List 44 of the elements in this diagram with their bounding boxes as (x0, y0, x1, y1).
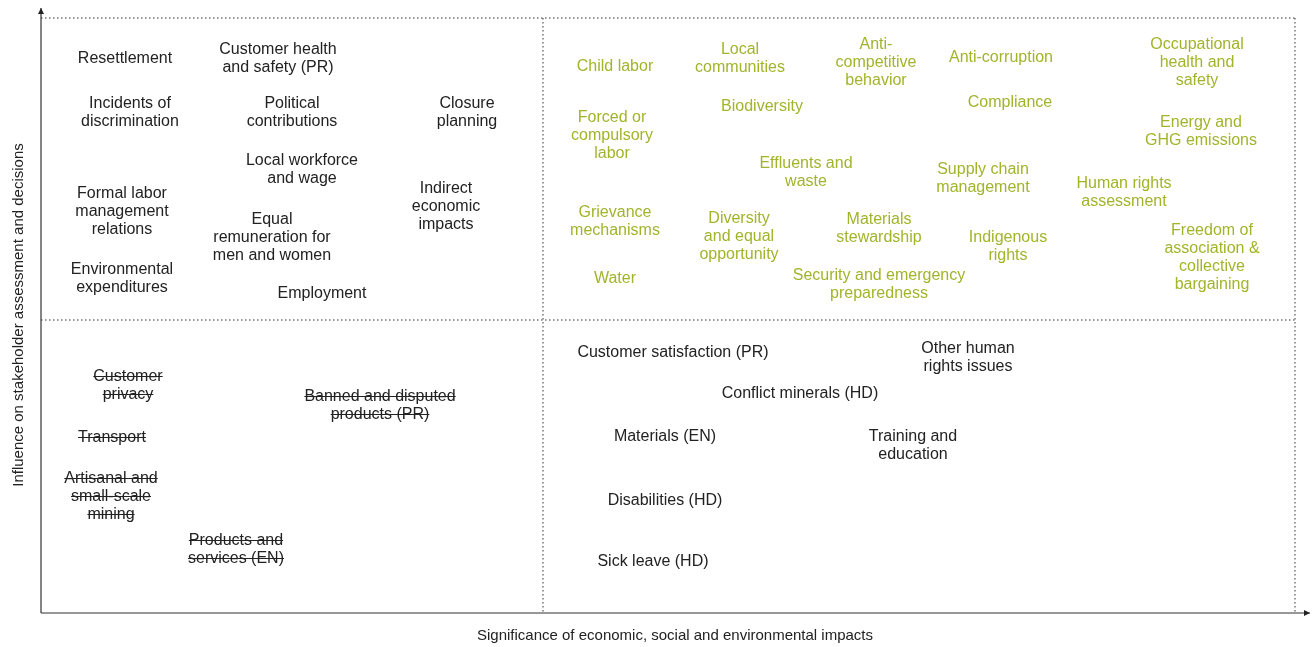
topic-label: Products and services (EN) (187, 531, 285, 567)
topic-label: Local workforce and wage (244, 151, 359, 187)
topic-label: Banned and disputed products (PR) (303, 387, 457, 423)
topic-label: Customer satisfaction (PR) (576, 343, 770, 361)
axis-title: Influence on stakeholder assessment and decisions (9, 143, 27, 487)
topic-label: Anti-competitive behavior (834, 35, 918, 89)
topic-label: Conflict minerals (HD) (720, 384, 880, 402)
topic-label: Supply chain management (935, 160, 1031, 196)
topic-label: Closure planning (435, 94, 499, 130)
topic-label: Effluents and waste (758, 154, 854, 190)
topic-label: Training and education (867, 427, 959, 463)
topic-label: Incidents of discrimination (80, 94, 180, 130)
topic-label: Indirect economic impacts (410, 179, 482, 233)
topic-label: Indigenous rights (967, 228, 1049, 264)
topic-label: Freedom of association & collective bargaining (1163, 221, 1261, 293)
topic-label: Political contributions (245, 94, 339, 130)
topic-label: Forced or compulsory labor (570, 108, 654, 162)
topic-label: Anti-corruption (947, 48, 1054, 66)
topic-label: Local communities (694, 40, 786, 76)
topic-label: Sick leave (HD) (596, 552, 710, 570)
topic-label: Customer privacy (92, 367, 164, 403)
topic-label: Transport (77, 428, 147, 446)
topic-label: Grievance mechanisms (569, 203, 661, 239)
topic-label: Materials (EN) (612, 427, 718, 445)
topic-label: Formal labor management relations (74, 184, 170, 238)
topic-label: Biodiversity (720, 97, 804, 115)
topic-label: Other human rights issues (920, 339, 1016, 375)
topic-label: Equal remuneration for men and women (211, 210, 333, 264)
topic-label: Customer health and safety (PR) (218, 40, 338, 76)
topic-label: Security and emergency preparedness (791, 266, 967, 302)
topic-label: Compliance (966, 93, 1054, 111)
topic-label: Artisanal and small-scale mining (63, 469, 159, 523)
topic-label: Water (592, 269, 638, 287)
topic-label: Human rights assessment (1075, 174, 1173, 210)
axis-title: Significance of economic, social and environmental impacts (477, 626, 873, 644)
topic-label: Child labor (575, 57, 655, 75)
topic-label: Diversity and equal opportunity (698, 209, 780, 263)
topic-label: Resettlement (76, 49, 174, 67)
topic-label: Environmental expenditures (69, 260, 175, 296)
topic-label: Energy and GHG emissions (1144, 113, 1258, 149)
topic-label: Disabilities (HD) (606, 491, 724, 509)
topic-label: Occupational health and safety (1149, 35, 1245, 89)
topic-label: Materials stewardship (835, 210, 923, 246)
topic-label: Employment (276, 284, 368, 302)
